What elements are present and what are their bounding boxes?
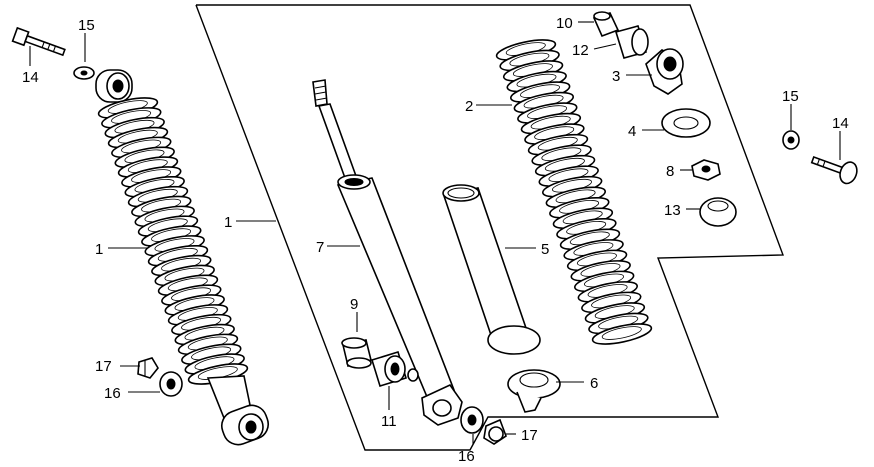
exploded-spring-coils	[495, 39, 653, 345]
callout-12: 12	[572, 42, 589, 59]
callout-10: 10	[556, 15, 573, 32]
leader-lines	[29, 21, 841, 444]
callout-9: 9	[350, 296, 358, 313]
callout-17-left: 17	[95, 358, 112, 375]
spring-seat	[507, 369, 561, 413]
bolt-left	[11, 26, 66, 57]
rubber-bushing	[699, 197, 737, 227]
shock-spring-coils	[97, 97, 249, 385]
upper-bushing	[592, 11, 620, 38]
callout-15-right: 15	[782, 88, 799, 105]
callout-5: 5	[541, 241, 549, 258]
callout-6: 6	[590, 375, 598, 392]
callout-1-left: 1	[95, 241, 103, 258]
damper-unit	[312, 79, 463, 426]
callout-13: 13	[664, 202, 681, 219]
callout-8: 8	[666, 163, 674, 180]
cap-nut-bottom	[483, 418, 507, 445]
callout-16-bottom: 16	[458, 448, 475, 465]
callout-labels: 14 15 1 1 2 7 5 9 11 17 16 16 17 6 10 12…	[22, 15, 849, 465]
callout-1-outline: 1	[224, 214, 232, 231]
callout-11: 11	[381, 413, 397, 430]
callout-14-left: 14	[22, 69, 39, 86]
assembled-shock-absorber	[11, 26, 270, 446]
callout-3: 3	[612, 68, 620, 85]
spring-seat-plate	[661, 108, 711, 138]
collar	[371, 351, 419, 387]
hex-nut	[691, 159, 721, 181]
bushing	[341, 337, 372, 369]
callout-15-left: 15	[78, 17, 95, 34]
upper-collar	[614, 25, 649, 59]
spring-guide-tube	[442, 184, 541, 355]
exploded-view-outline	[195, 4, 784, 451]
upper-mount-eye	[95, 69, 133, 103]
upper-joint	[645, 48, 684, 95]
spring-coil-inner	[601, 326, 642, 340]
nut-left	[137, 357, 159, 379]
callout-4: 4	[628, 123, 636, 140]
callout-17-bottom: 17	[521, 427, 538, 444]
callout-7: 7	[316, 239, 324, 256]
bolt-right	[810, 155, 858, 185]
callout-14-right: 14	[832, 115, 849, 132]
callout-2: 2	[465, 98, 473, 115]
callout-16-left: 16	[104, 385, 121, 402]
lower-mount-eye	[220, 404, 270, 446]
